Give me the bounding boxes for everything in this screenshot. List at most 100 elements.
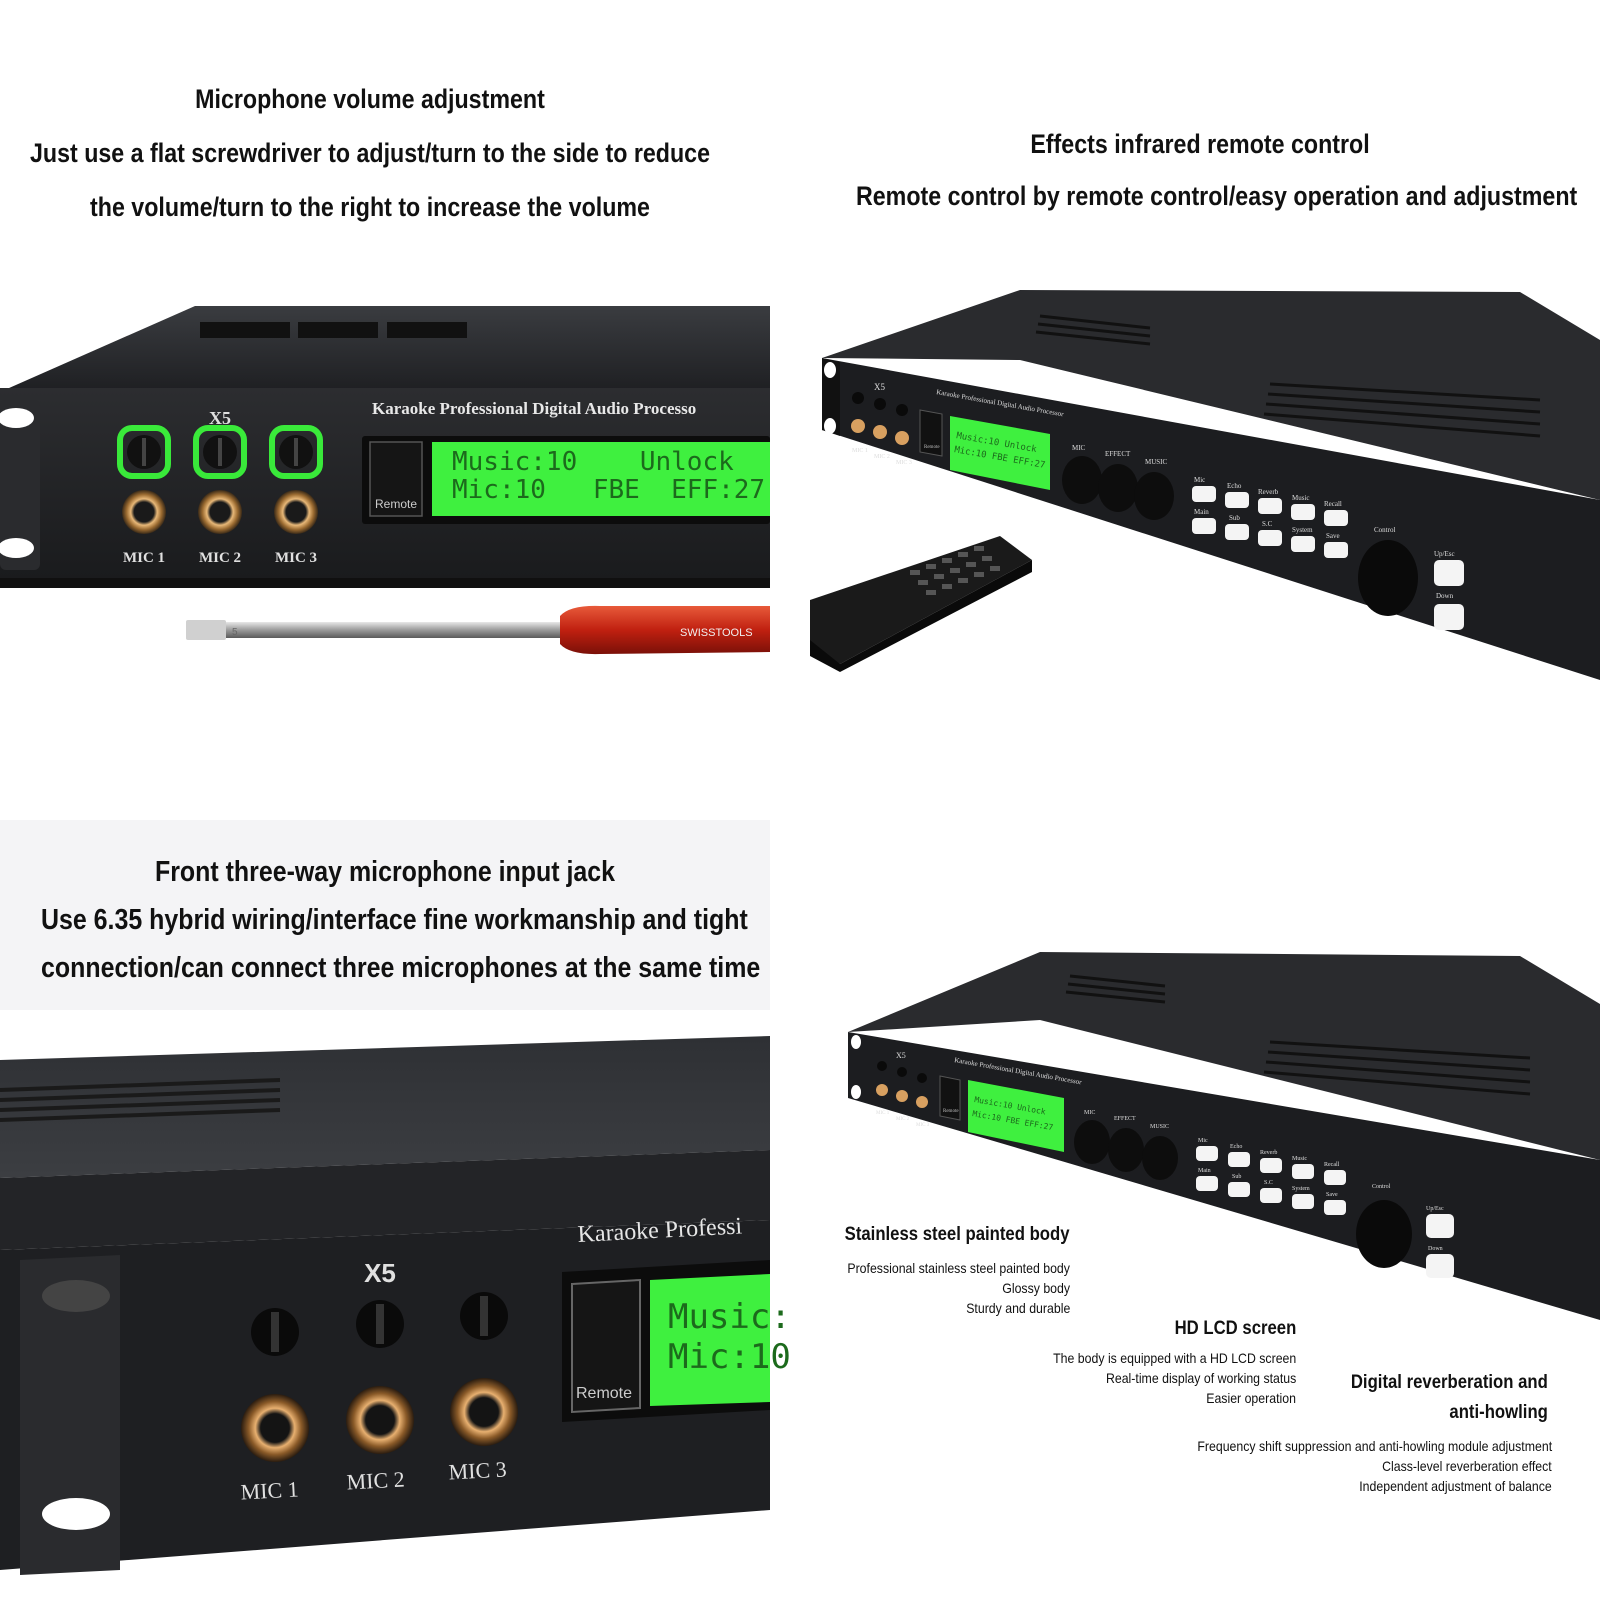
knob-label: EFFECT [1105, 450, 1131, 458]
device-angled-photo: X5 MIC 1 MIC 2 MIC 3 Karaoke Professiona… [810, 290, 1600, 680]
panel-mic-volume: Microphone volume adjustment Just use a … [0, 0, 770, 800]
mic-jacks [241, 1378, 518, 1462]
model-label: X5 [364, 1258, 396, 1288]
caption-remote-control: Effects infrared remote control Remote c… [856, 118, 1578, 222]
button-label: Echo [1227, 482, 1242, 490]
button-label: Echo [1230, 1144, 1242, 1150]
feature-line: Real-time display of working status [1105, 1370, 1296, 1386]
button-label: Recall [1324, 500, 1342, 508]
lcd-screen [950, 416, 1050, 490]
button-label: Save [1326, 1192, 1338, 1198]
mic-label: MIC 2 [896, 1117, 910, 1122]
lcd-screen [968, 1080, 1064, 1152]
mic-label: MIC 2 [874, 454, 890, 460]
mic-label: MIC 2 [346, 1467, 405, 1495]
knob-label: MUSIC [1150, 1124, 1169, 1130]
remote-label: Remote [924, 445, 940, 450]
lcd-line: Music: [668, 1297, 791, 1337]
control-knob [1356, 1200, 1412, 1268]
caption-line: Front three-way microphone input jack [154, 856, 616, 888]
rotary-knobs [1074, 1120, 1178, 1180]
model-label: X5 [874, 382, 885, 392]
caption-mic-volume: Microphone volume adjustment Just use a … [26, 72, 714, 234]
button-label: System [1292, 1186, 1310, 1192]
device-top-cover [848, 952, 1600, 1160]
feature-line: Easier operation [1206, 1390, 1296, 1406]
feature-line: Independent adjustment of balance [1359, 1478, 1552, 1494]
feature-line: Professional stainless steel painted bod… [847, 1260, 1070, 1276]
panel-features: X5 MIC 1 MIC 2 MIC 3 Karaoke Professiona… [800, 820, 1600, 1600]
screwdriver-brand: SWISSTOOLS [680, 627, 753, 639]
mic-label: MIC 3 [916, 1123, 930, 1128]
ir-remote [810, 536, 1032, 672]
mic-label: MIC 3 [896, 460, 912, 466]
model-label: X5 [896, 1051, 906, 1060]
button-label: Music [1292, 494, 1310, 502]
caption-line: Effects infrared remote control [1030, 129, 1370, 159]
mic-label: MIC 1 [123, 550, 165, 566]
button-label: Reverb [1260, 1150, 1277, 1156]
knob-label: EFFECT [1114, 1116, 1136, 1122]
device-top-cover [822, 290, 1600, 500]
mic-knobs-glowing [117, 425, 323, 479]
button-label: Sub [1232, 1174, 1241, 1180]
caption-line: Microphone volume adjustment [195, 84, 545, 114]
preset-buttons [1192, 486, 1348, 558]
knob-label: MIC [1084, 1110, 1095, 1116]
down-label: Down [1436, 592, 1454, 600]
button-label: Mic [1198, 1138, 1208, 1144]
control-label: Control [1372, 1184, 1391, 1190]
down-label: Down [1428, 1246, 1443, 1252]
lcd-screen [432, 442, 770, 516]
panel-remote-control: Effects infrared remote control Remote c… [800, 0, 1600, 800]
lcd-screen [650, 1274, 770, 1406]
lcd-line: Mic:10 FBE EFF:27 [452, 475, 765, 505]
button-label: Music [1292, 1156, 1307, 1162]
remote-label: Remote [375, 497, 417, 511]
remote-label: Remote [943, 1109, 959, 1114]
feature-title: HD LCD screen [1174, 1318, 1296, 1339]
model-label: X5 [209, 408, 231, 428]
lcd-line: Music:10 Unlock [452, 447, 734, 477]
button-label: Mic [1194, 476, 1205, 484]
button-label: Reverb [1258, 488, 1279, 496]
mic-label: MIC 1 [876, 1111, 890, 1116]
knob-label: MIC [1072, 444, 1086, 452]
feature-title: Stainless steel painted body [845, 1224, 1070, 1245]
knob-label: MUSIC [1145, 458, 1168, 466]
control-label: Control [1374, 526, 1395, 534]
feature-title: anti-howling [1449, 1402, 1548, 1423]
screwdriver-size: 5 [232, 627, 238, 638]
caption-mic-jacks: Front three-way microphone input jack Us… [41, 848, 761, 992]
feature-line: The body is equipped with a HD LCD scree… [1052, 1350, 1296, 1366]
brand-line: Karaoke Professional Digital Audio Proce… [372, 399, 696, 418]
feature-line: Frequency shift suppression and anti-how… [1197, 1438, 1552, 1454]
button-label: S.C [1264, 1180, 1273, 1186]
mic-label: MIC 2 [199, 550, 241, 566]
caption-line: Use 6.35 hybrid wiring/interface fine wo… [41, 904, 748, 936]
button-label: Main [1198, 1168, 1211, 1174]
button-label: S.C [1262, 520, 1273, 528]
feature-title: Digital reverberation and [1351, 1372, 1548, 1393]
feature-line: Glossy body [1002, 1280, 1070, 1296]
screwdriver: 5 SWISSTOOLS [186, 605, 770, 655]
mic-label: MIC 3 [448, 1457, 507, 1485]
device-top-cover [0, 306, 770, 392]
button-label: Recall [1324, 1162, 1340, 1168]
mic-label: MIC 3 [275, 550, 317, 566]
device-jack-closeup-photo: X5 MIC 1 MIC 2 MIC 3 Karaoke Professi Re… [0, 1010, 791, 1600]
preset-buttons [1196, 1146, 1346, 1215]
caption-line: the volume/turn to the right to increase… [90, 192, 650, 222]
caption-line: Remote control by remote control/easy op… [856, 181, 1578, 211]
remote-ir-window [369, 441, 423, 517]
up-label: Up/Esc [1434, 550, 1455, 558]
device-closeup-photo: X5 MIC 1 MIC 2 MIC 3 Karaoke Professiona… [0, 306, 770, 655]
device-top-cover [0, 1036, 770, 1178]
mic-label: MIC 1 [852, 448, 868, 454]
panel-mic-jacks: Front three-way microphone input jack Us… [0, 820, 791, 1600]
control-knob [1358, 540, 1418, 616]
lcd-line: Mic:10 [668, 1337, 791, 1377]
caption-line: connection/can connect three microphones… [41, 952, 761, 984]
button-label: Sub [1229, 514, 1240, 522]
up-label: Up/Esc [1426, 1206, 1444, 1212]
